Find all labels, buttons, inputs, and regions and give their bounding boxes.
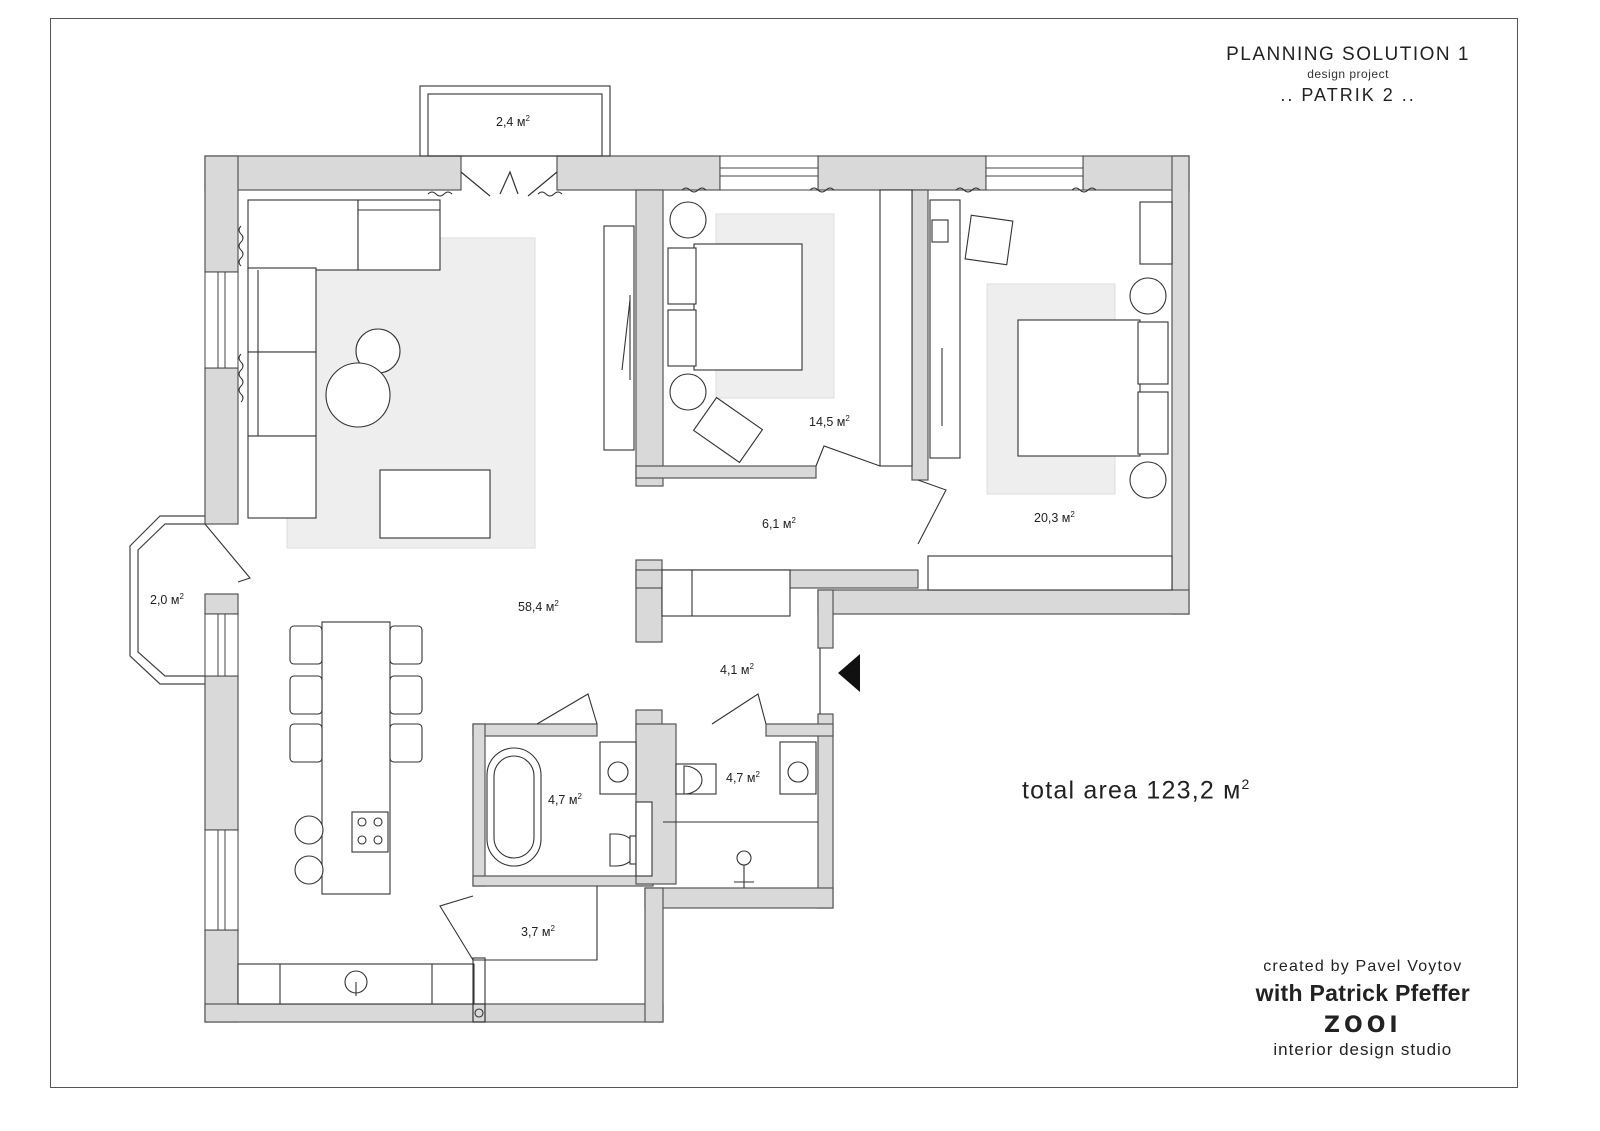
area-living-kitchen: 58,4 м2 <box>518 599 559 615</box>
entrance-arrow-icon <box>838 654 860 692</box>
tv-unit <box>603 225 635 451</box>
project-name: .. PATRIK 2 .. <box>1280 85 1416 105</box>
bathroom-1-fixtures <box>486 741 653 877</box>
studio-tagline: interior design studio <box>1273 1040 1453 1059</box>
curtains <box>238 187 1097 403</box>
coffee-tables <box>325 328 491 539</box>
wall-top-mid <box>556 155 721 191</box>
balcony <box>419 85 611 157</box>
area-entrance: 4,1 м2 <box>720 662 754 678</box>
area-bedroom-small: 14,5 м2 <box>809 414 850 430</box>
wall-bedroom1-bottom <box>635 465 817 479</box>
plan-title: PLANNING SOLUTION 1 <box>1226 44 1470 65</box>
bedroom-master-furniture <box>927 199 1173 591</box>
wall-left-c <box>204 593 239 615</box>
wall-left-d <box>204 675 239 831</box>
plan-subtitle: design project <box>1307 67 1389 81</box>
wall-top-right-a <box>817 155 987 191</box>
wall-bath1-left <box>472 723 486 887</box>
wall-bath2-top <box>765 723 834 737</box>
wall-bottom-right <box>817 589 1190 615</box>
chairs <box>289 625 423 885</box>
credits-block: created by Pavel Voytov with Patrick Pfe… <box>1256 958 1470 1060</box>
wall-bath-bottom <box>644 887 834 909</box>
total-area: total area 123,2 м2 <box>1022 776 1251 805</box>
kitchen-counter <box>237 963 475 1005</box>
credit-collaborator: with Patrick Pfeffer <box>1255 980 1470 1006</box>
area-bedroom-master: 20,3 м2 <box>1034 510 1075 526</box>
wall-bedroom1-left <box>635 189 664 487</box>
wall-bath-left <box>644 887 664 1023</box>
storage-shelf <box>472 886 598 1023</box>
area-balcony: 2,4 м2 <box>496 114 530 130</box>
bedroom-small-furniture <box>667 189 913 467</box>
wall-right-outer <box>1171 155 1190 615</box>
title-block: PLANNING SOLUTION 1 design project .. PA… <box>1226 44 1470 106</box>
wall-entrance-right <box>817 589 834 649</box>
wall-bottom <box>204 1003 664 1023</box>
wall-top-left <box>204 155 462 191</box>
windows <box>204 155 1084 931</box>
bay-window <box>129 515 205 685</box>
area-bathroom-1: 4,7 м2 <box>548 792 582 808</box>
studio-logo: ZOOI <box>1324 1013 1402 1038</box>
bathroom-2-fixtures <box>663 741 818 888</box>
balcony-door <box>460 170 558 197</box>
area-bathroom-2: 4,7 м2 <box>726 770 760 786</box>
wall-left-b <box>204 367 239 525</box>
wall-bedroom-divider <box>911 189 929 481</box>
credit-author: created by Pavel Voytov <box>1263 958 1463 975</box>
hall-wardrobe <box>661 569 791 617</box>
wall-entrance-right-b <box>817 713 834 909</box>
area-storage: 3,7 м2 <box>521 924 555 940</box>
area-bay-window: 2,0 м2 <box>150 592 184 608</box>
sofa <box>247 199 441 519</box>
area-hall: 6,1 м2 <box>762 516 796 532</box>
doors <box>204 445 947 961</box>
kitchen-island <box>321 621 391 895</box>
wall-left-a <box>204 155 239 273</box>
wall-bath1-frame-top <box>472 723 598 737</box>
drawing-frame <box>50 18 1518 1088</box>
wall-bath1-bottom <box>472 875 654 887</box>
